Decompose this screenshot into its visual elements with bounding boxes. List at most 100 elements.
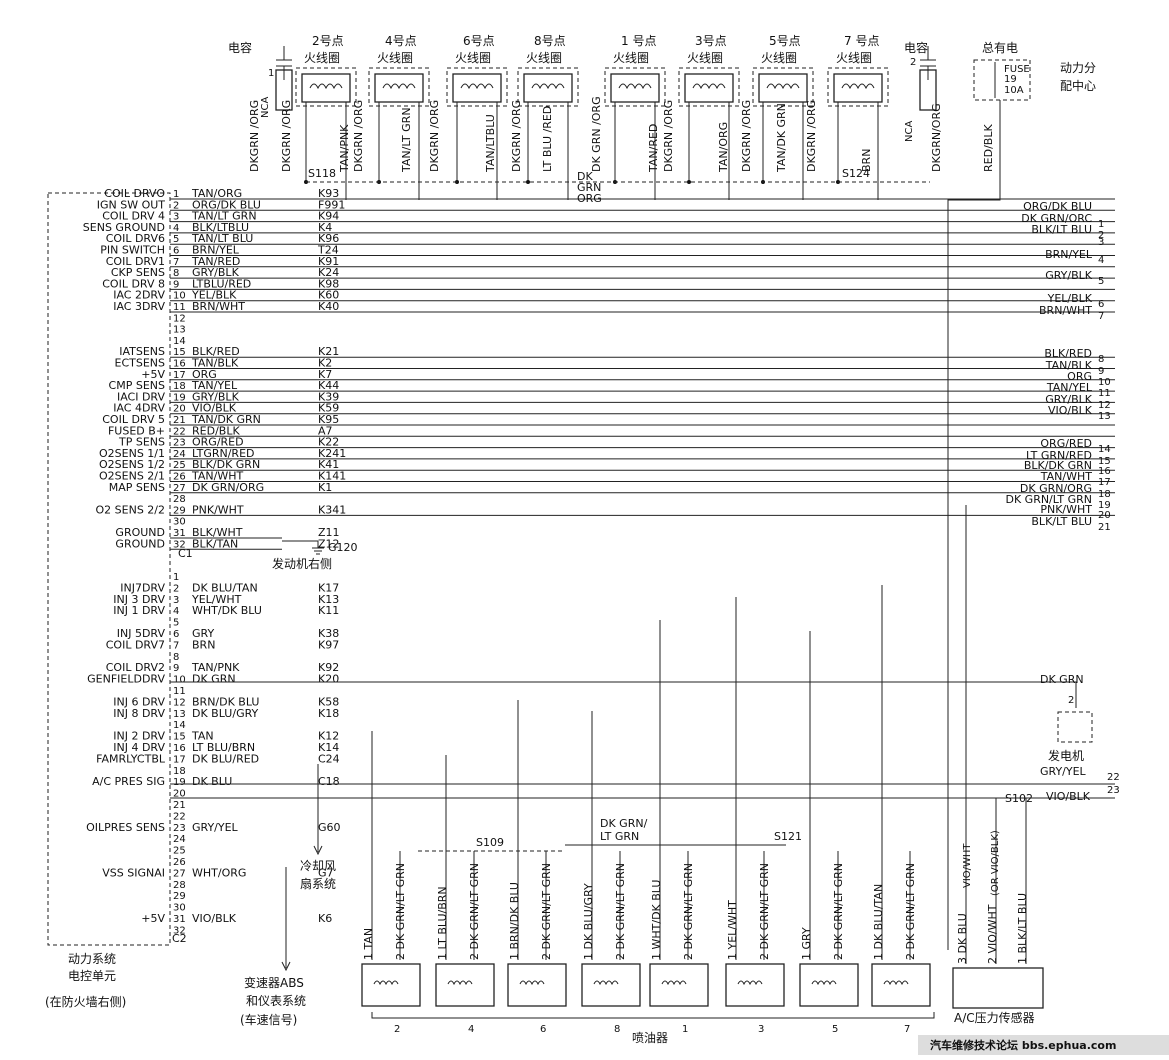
right-wire-number: 13: [1098, 411, 1111, 422]
svg-text:2: 2: [910, 57, 916, 68]
pin-a-number: 21: [173, 415, 186, 426]
pin-a-number: 18: [173, 381, 186, 392]
nca-right: NCA: [904, 121, 915, 142]
injector-wire-label: 2 DK GRN/LT GRN: [614, 863, 627, 960]
ground-wire: [282, 540, 319, 548]
injector-coil-icon: [447, 980, 473, 986]
pin-b-func: +5V: [141, 912, 165, 925]
pin-b-number: 13: [173, 709, 186, 720]
right-wire-label: DK GRN/ORG: [1020, 482, 1092, 495]
pin-a-circuit: K24: [318, 266, 339, 279]
pin-a-circuit: K93: [318, 187, 339, 200]
pin-a-circuit: K241: [318, 447, 346, 460]
pin-b-number: 16: [173, 743, 186, 754]
pin-b-number: 1: [173, 572, 179, 583]
pin-b-number: 3: [173, 595, 179, 606]
pin-a-wire: GRY/BLK: [192, 390, 240, 403]
capacitor-right-body: [919, 69, 937, 111]
coil-leads: [688, 102, 730, 200]
capacitor-left-symbol: [276, 46, 292, 80]
pin-b-func: INJ 5DRV: [117, 627, 166, 640]
pin-a-wire: ORG/RED: [192, 436, 244, 449]
dk-grn-lt-grn-2: LT GRN: [600, 830, 639, 843]
pin-a-func: COIL DRVO: [104, 187, 165, 200]
pin-a-number: 24: [173, 449, 186, 460]
dk-grn-org-3: ORG: [577, 192, 602, 205]
coil-winding-icon: [841, 83, 875, 90]
coil-leads: [837, 102, 879, 200]
pin-a-number: 8: [173, 268, 179, 279]
injector-coil-icon: [593, 980, 619, 986]
dk-grn-org-1: DK: [577, 170, 593, 183]
right-wire-number: 15: [1098, 456, 1111, 467]
pin-a-circuit: A7: [318, 424, 333, 437]
coil-leads: [378, 102, 420, 200]
injector-number: 3: [758, 1024, 764, 1035]
coil-winding-icon: [766, 83, 800, 90]
coil-leads: [456, 102, 498, 200]
pin-a-circuit: K39: [318, 390, 339, 403]
pin-a-wire: TAN/ORG: [191, 187, 242, 200]
coil-winding-icon: [618, 83, 652, 90]
pin-a-number: 23: [173, 438, 186, 449]
pin-b-number: 18: [173, 766, 186, 777]
coil-body: [833, 73, 883, 103]
ac-sensor-box: [952, 967, 1044, 1009]
splice-s109: S109: [476, 836, 504, 849]
pin-a-circuit: K7: [318, 368, 332, 381]
vss-dest-2: 和仪表系统: [246, 994, 306, 1008]
right-wire-number: 11: [1098, 388, 1111, 399]
injector-wire-label: 2 DK GRN/LT GRN: [468, 863, 481, 960]
pin-a-circuit: K98: [318, 277, 339, 290]
right-wire-label: TAN/YEL: [1046, 381, 1093, 394]
pin-b-func: A/C PRES SIG: [92, 775, 165, 788]
right-wire-label: LT GRN/RED: [1026, 449, 1092, 462]
injector-wire-label: 1 DK BLU/TAN: [872, 884, 885, 960]
pin-b-circuit: K18: [318, 707, 339, 720]
pin-a-circuit: T24: [317, 244, 339, 257]
coil-wire-label: TAN/DK GRN: [775, 103, 788, 173]
coil-housing: [368, 67, 430, 107]
pin-b-wire: GRY: [192, 627, 214, 640]
pin-a-number: 31: [173, 528, 186, 539]
right-wire-number: 17: [1098, 477, 1111, 488]
coil-label: 火线圈: [613, 51, 649, 65]
fan-label-2: 扇系统: [300, 876, 336, 891]
pin-a-circuit: Z12: [318, 537, 340, 550]
injector-number: 4: [468, 1024, 474, 1035]
pin-a-circuit: K22: [318, 436, 339, 449]
pin-a-number: 7: [173, 257, 179, 268]
pin-a-wire: BRN/WHT: [192, 300, 245, 313]
right-wire-label: BLK/RED: [1044, 347, 1092, 360]
pin-a-wire: LTBLU/RED: [192, 277, 251, 290]
pin-b-number: 4: [173, 606, 179, 617]
coil-housing: [678, 67, 740, 107]
fuse-amp: 10A: [1004, 85, 1024, 96]
right-wire-label: GRY/BLK: [1045, 269, 1093, 282]
pin-b-wire: TAN/PNK: [191, 661, 240, 674]
pin-a-circuit: F991: [318, 198, 345, 211]
pin-a-func: GROUND: [115, 526, 165, 539]
pin-a-circuit: K95: [318, 413, 339, 426]
pin-b-circuit: K11: [318, 604, 339, 617]
splice-dot: [687, 180, 691, 184]
coil-wire-label: DKGRN /ORG: [662, 100, 675, 172]
coil-leads: [527, 102, 569, 200]
right-wire-number: 8: [1098, 354, 1104, 365]
pin-a-wire: TAN/LT GRN: [191, 210, 257, 223]
pin-b-circuit: K38: [318, 627, 339, 640]
pin-b-number: 2: [173, 583, 179, 594]
injector-wire-label: 2 DK GRN/LT GRN: [832, 863, 845, 960]
injector-box: [799, 963, 859, 1007]
pin-b-func: INJ 1 DRV: [113, 604, 165, 617]
pin-a-func: COIL DRV 4: [102, 210, 165, 223]
pin-a-number: 30: [173, 517, 186, 528]
pin-b-number: 22: [173, 811, 186, 822]
injector-number: 7: [904, 1024, 910, 1035]
pin-a-wire: YEL/BLK: [191, 289, 237, 302]
svg-text:1: 1: [268, 68, 274, 79]
pin-b-number: 27: [173, 868, 186, 879]
pin-b-func: COIL DRV7: [106, 638, 165, 651]
pin-a-number: 1: [173, 189, 179, 200]
pin-b-number: 31: [173, 914, 186, 925]
